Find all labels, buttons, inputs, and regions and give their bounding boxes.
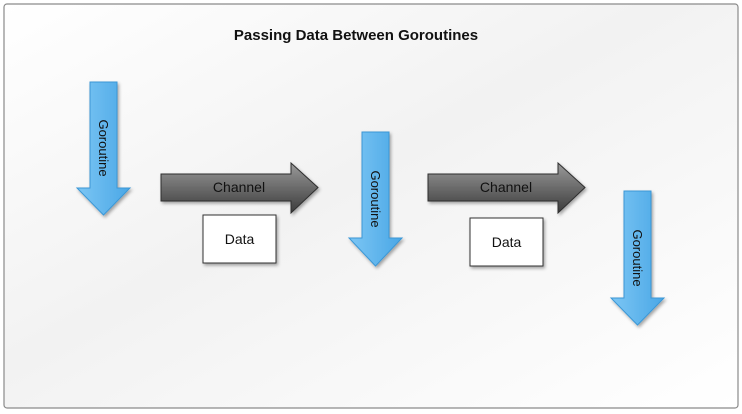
goroutine-arrow-1 xyxy=(75,81,132,216)
goroutine-label-2: Goroutine xyxy=(368,170,383,227)
channel-arrow-1 xyxy=(160,161,319,215)
diagram-title: Passing Data Between Goroutines xyxy=(234,27,478,44)
data-box-2 xyxy=(469,217,544,267)
channel-label-2: Channel xyxy=(480,179,532,195)
down-arrow-icon xyxy=(75,81,132,216)
data-box-rect xyxy=(202,214,277,264)
down-arrow-icon xyxy=(609,190,666,326)
channel-arrow-2 xyxy=(427,161,586,215)
data-label-1: Data xyxy=(225,231,255,247)
goroutine-label-3: Goroutine xyxy=(630,229,645,286)
goroutine-label-1: Goroutine xyxy=(96,119,111,176)
channel-label-1: Channel xyxy=(213,179,265,195)
data-box-1 xyxy=(202,214,277,264)
down-arrow-icon xyxy=(347,131,404,267)
data-label-2: Data xyxy=(492,234,522,250)
goroutine-arrow-2 xyxy=(347,131,404,267)
data-box-rect xyxy=(469,217,544,267)
right-arrow-icon xyxy=(160,161,319,215)
right-arrow-icon xyxy=(427,161,586,215)
goroutine-arrow-3 xyxy=(609,190,666,326)
